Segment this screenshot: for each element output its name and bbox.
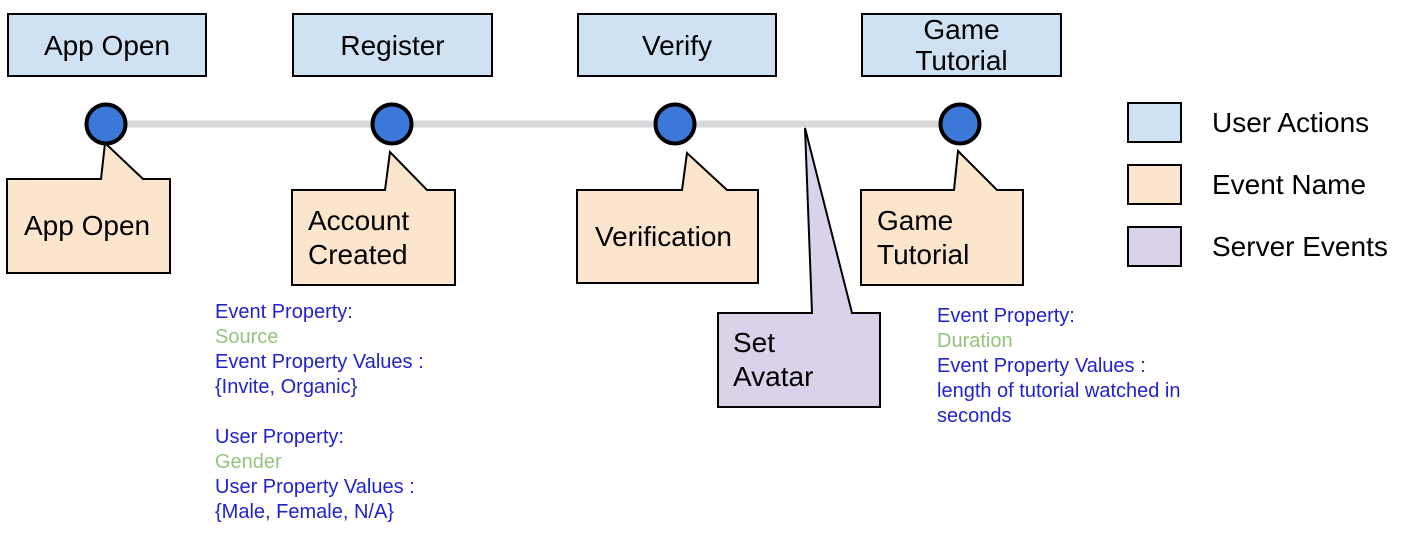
legend-label-server-events: Server Events [1212,230,1388,262]
legend-swatch-user-actions [1127,102,1182,143]
annotation-line: {Male, Female, N/A} [215,501,394,523]
annotation-game-tutorial-properties: Event Property: Duration Event Property … [937,304,1181,429]
legend-item-user-actions: User Actions [1127,102,1388,143]
annotation-line: length of tutorial watched in [937,380,1181,402]
event-name-account-created: Account Created [308,204,410,270]
timeline-node-register [370,102,414,146]
event-callout-label-verification: Verification [577,190,758,283]
event-callout-shape-game-tutorial [860,148,1024,286]
annotation-line: seconds [937,405,1012,427]
action-label-register: Register [340,29,445,61]
annotation-line: Event Property Values : [215,351,424,373]
annotation-line: User Property: [215,426,344,448]
annotation-line [215,400,424,425]
event-callout-shape-account-created [291,149,456,286]
legend-swatch-server-events [1127,226,1182,267]
legend: User Actions Event Name Server Events [1127,102,1388,288]
action-box-verify: Verify [577,13,777,77]
event-callout-label-game-tutorial: Game Tutorial [861,190,1023,285]
annotation-line: User Property Values : [215,476,415,498]
legend-swatch-event-name [1127,164,1182,205]
action-label-verify: Verify [641,29,713,61]
action-label-game-tutorial: Game Tutorial [915,14,1008,76]
event-name-game-tutorial: Game Tutorial [877,204,970,270]
timeline-node-app-open [84,102,128,146]
annotation-line: {Invite, Organic} [215,376,358,398]
action-label-app-open: App Open [43,29,171,61]
annotation-line: Event Property: [215,301,353,323]
legend-item-server-events: Server Events [1127,226,1388,267]
action-box-register: Register [292,13,493,77]
legend-label-user-actions: User Actions [1212,106,1370,138]
server-event-name-set-avatar: Set Avatar [733,327,814,392]
event-name-app-open: App Open [24,210,151,241]
annotation-line: Duration [937,330,1013,352]
legend-item-event-name: Event Name [1127,164,1388,205]
annotation-line: Gender [215,451,282,473]
server-callout-label-set-avatar: Set Avatar [718,313,880,407]
event-callout-label-account-created: Account Created [292,190,455,285]
event-callout-label-app-open: App Open [7,179,170,273]
annotation-line: Event Property Values : [937,355,1146,377]
event-callout-shape-verification [576,150,759,284]
action-box-app-open: App Open [7,13,207,77]
timeline-node-game-tutorial [938,102,982,146]
server-callout-shape-set-avatar [717,127,881,408]
annotation-line: Event Property: [937,305,1075,327]
annotation-line: Source [215,326,279,348]
action-box-game-tutorial: Game Tutorial [861,13,1062,77]
timeline-node-verify [653,102,697,146]
event-callout-shape-app-open [6,140,171,274]
event-name-verification: Verification [595,220,732,252]
annotation-account-created-properties: Event Property: Source Event Property Va… [215,300,424,525]
legend-label-event-name: Event Name [1212,168,1367,200]
